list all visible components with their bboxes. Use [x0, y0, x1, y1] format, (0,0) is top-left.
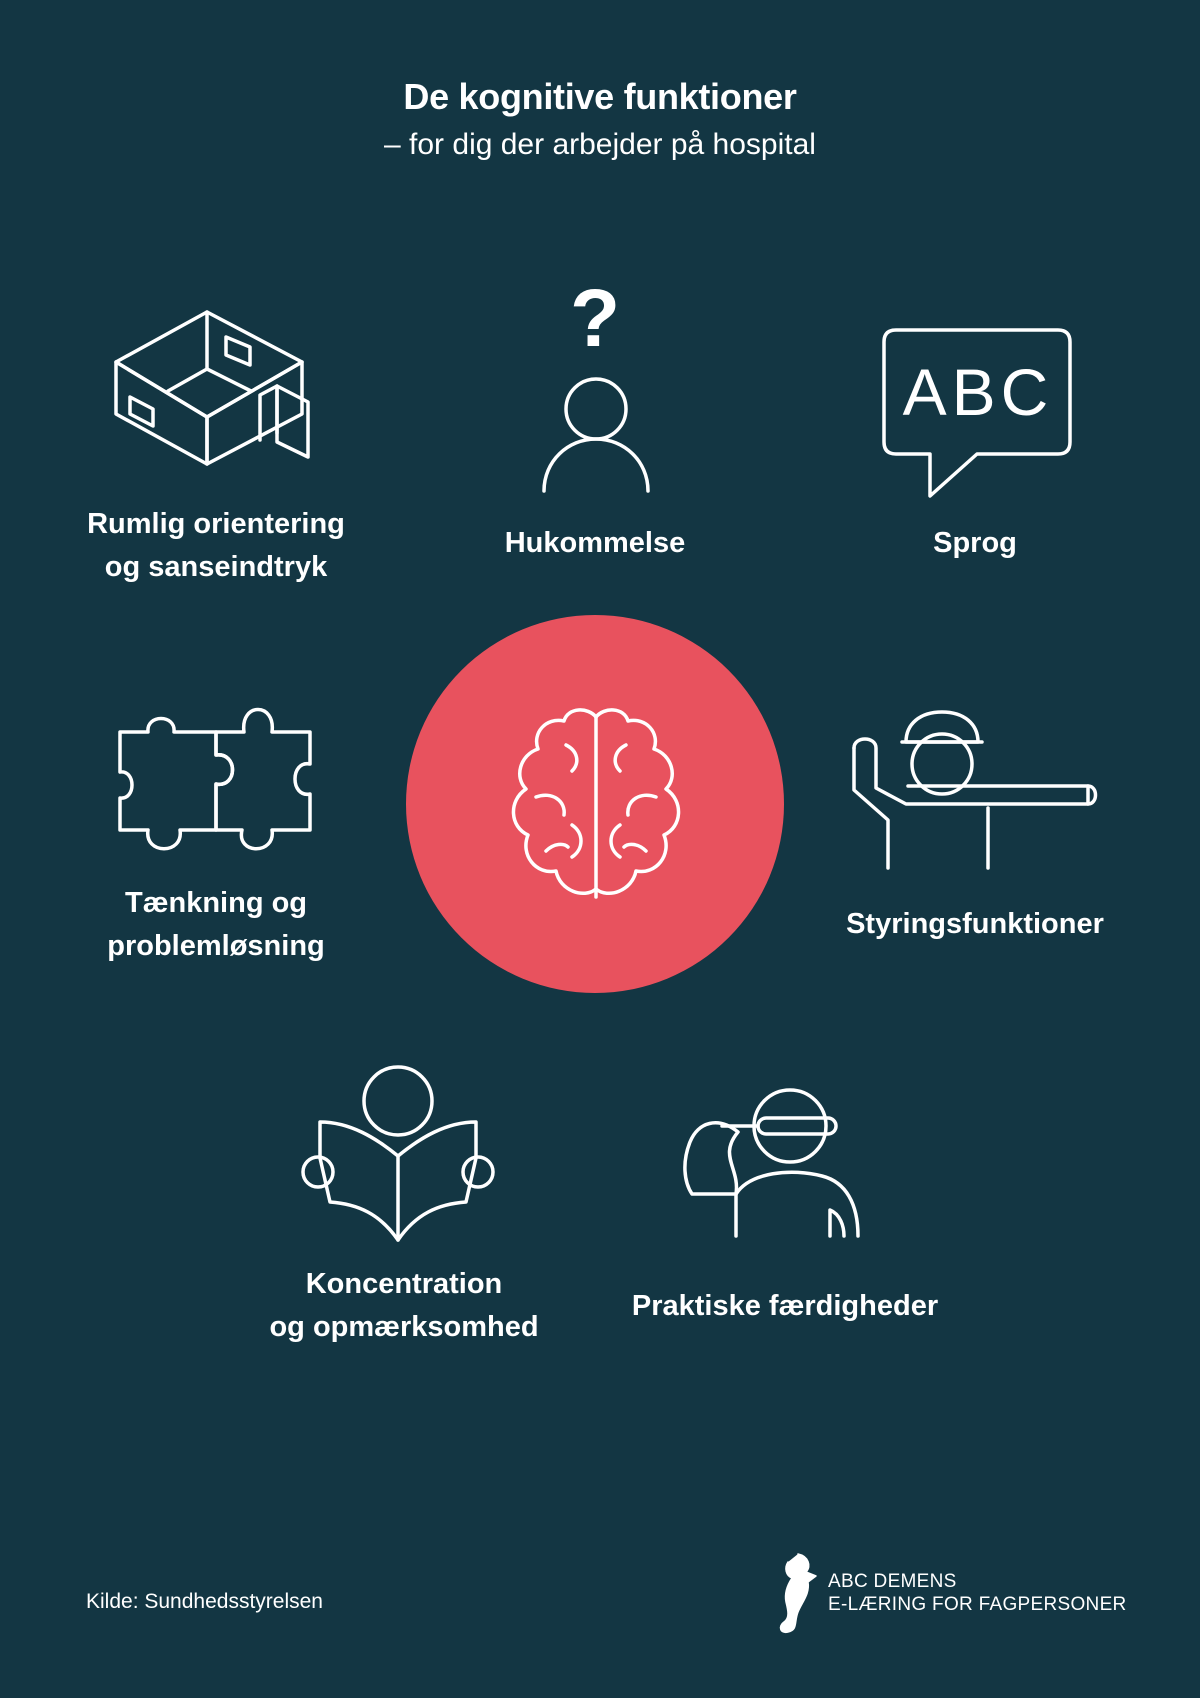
speech-bubble-icon: [882, 328, 1072, 498]
question-mark-icon: ?: [569, 273, 621, 364]
label-spatial-line1: Rumlig orientering: [87, 508, 345, 540]
source-note: Kilde: Sundhedsstyrelsen: [86, 1590, 323, 1613]
label-language: Sprog: [933, 527, 1017, 559]
seahorse-icon: [779, 1553, 817, 1634]
brand-line2: E-LÆRING FOR FAGPERSONER: [828, 1594, 1127, 1615]
label-executive: Styringsfunktioner: [846, 908, 1104, 940]
person-question-icon: [542, 377, 650, 493]
label-thinking-line1: Tænkning og: [124, 887, 308, 919]
label-thinking: Tænkning og problemløsning: [66, 882, 366, 968]
puzzle-icon: [118, 707, 312, 851]
page-title: De kognitive funktioner: [403, 76, 797, 117]
person-reading-icon: [301, 1065, 495, 1242]
label-thinking-line2: problemløsning: [107, 930, 325, 962]
label-spatial-line2: og sanseindtryk: [104, 551, 328, 583]
traffic-police-icon: [852, 710, 1098, 870]
speech-bubble-text: ABC: [902, 355, 1054, 429]
label-practical: Praktiske færdigheder: [631, 1290, 939, 1322]
brain-icon: [511, 708, 681, 899]
label-attention: Koncentration og opmærksomhed: [254, 1263, 554, 1349]
page-subtitle: – for dig der arbejder på hospital: [384, 128, 816, 161]
label-memory: Hukommelse: [504, 527, 686, 559]
room-box-icon: [114, 310, 310, 466]
label-attention-line1: Koncentration: [305, 1268, 503, 1300]
label-attention-line2: og opmærksomhed: [269, 1311, 539, 1343]
brand-name: ABC DEMENS E-LÆRING FOR FAGPERSONER: [828, 1570, 1127, 1616]
person-brushing-teeth-icon: [683, 1088, 860, 1238]
label-spatial: Rumlig orientering og sanseindtryk: [66, 503, 366, 589]
brand-line1: ABC DEMENS: [828, 1571, 957, 1592]
